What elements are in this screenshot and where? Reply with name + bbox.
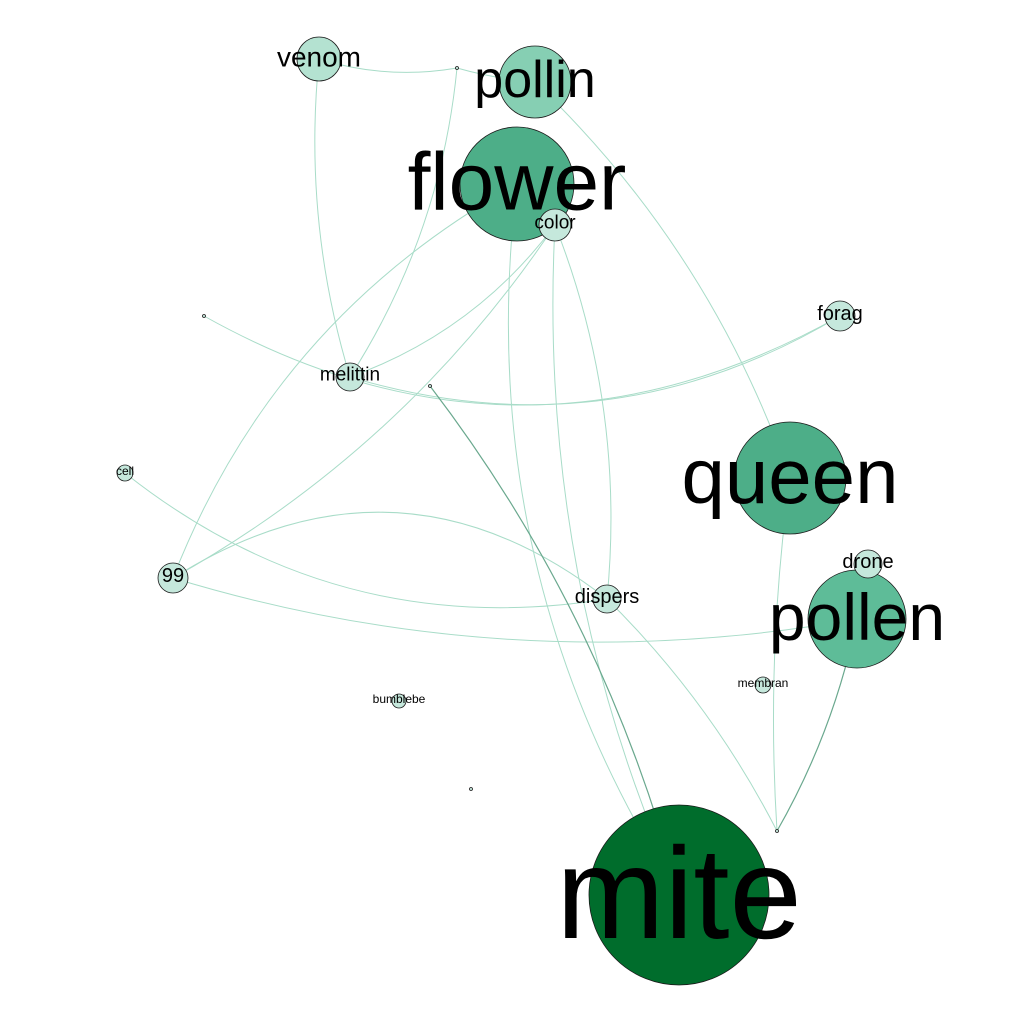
node-dispers <box>592 584 622 614</box>
node-99 <box>157 562 189 594</box>
node-label-bumblebe: bumblebe <box>373 692 426 706</box>
edge-n2-forag <box>203 315 841 406</box>
node-n5 <box>469 787 473 791</box>
node-color <box>538 208 572 242</box>
edge-color-99 <box>172 224 556 579</box>
node-pollin <box>498 45 572 119</box>
node-label-queen: queen <box>682 432 899 520</box>
edge-venom-melittin <box>314 58 351 378</box>
node-n1 <box>455 66 459 70</box>
node-label-color: color <box>534 213 576 234</box>
node-queen <box>733 421 847 535</box>
edge-99-dispers <box>172 511 608 600</box>
node-melittin <box>335 362 365 392</box>
edge-dispers-n4 <box>606 598 778 832</box>
node-label-pollin: pollin <box>474 51 595 109</box>
node-venom <box>296 36 342 82</box>
node-label-melittin: melittin <box>320 365 380 386</box>
edge-layer <box>124 58 858 896</box>
edge-flower-99 <box>172 183 518 579</box>
node-n4 <box>775 829 779 833</box>
node-drone <box>853 549 883 579</box>
node-membran <box>754 676 772 694</box>
node-label-drone: drone <box>842 551 893 573</box>
edge-color-mite <box>552 224 680 896</box>
node-bumblebe <box>391 693 407 709</box>
label-layer: mite flower queen pollen pollin venom color for… <box>116 42 945 967</box>
node-label-venom: venom <box>277 42 361 73</box>
edge-melittin-forag <box>349 315 841 406</box>
node-label-99: 99 <box>162 565 184 587</box>
edge-n1-melittin <box>349 67 458 378</box>
node-label-membran: membran <box>738 676 789 690</box>
node-n3 <box>428 384 432 388</box>
node-label-pollen: pollen <box>769 580 945 654</box>
node-n2 <box>202 314 206 318</box>
node-label-dispers: dispers <box>575 586 639 608</box>
node-label-cell: cell <box>116 464 134 478</box>
node-mite <box>588 804 770 986</box>
node-cell <box>116 464 134 482</box>
edge-flower-mite <box>507 183 680 896</box>
node-forag <box>824 300 856 332</box>
node-label-mite: mite <box>556 820 802 966</box>
edge-cell-dispers <box>124 472 608 609</box>
edge-color-dispers <box>554 224 612 600</box>
node-label-flower: flower <box>408 137 627 228</box>
edge-color-melittin <box>349 224 556 378</box>
node-label-forag: forag <box>817 303 863 325</box>
edge-pollin-queen <box>534 81 791 479</box>
edge-99-pollen <box>172 577 858 643</box>
node-layer <box>116 36 907 986</box>
